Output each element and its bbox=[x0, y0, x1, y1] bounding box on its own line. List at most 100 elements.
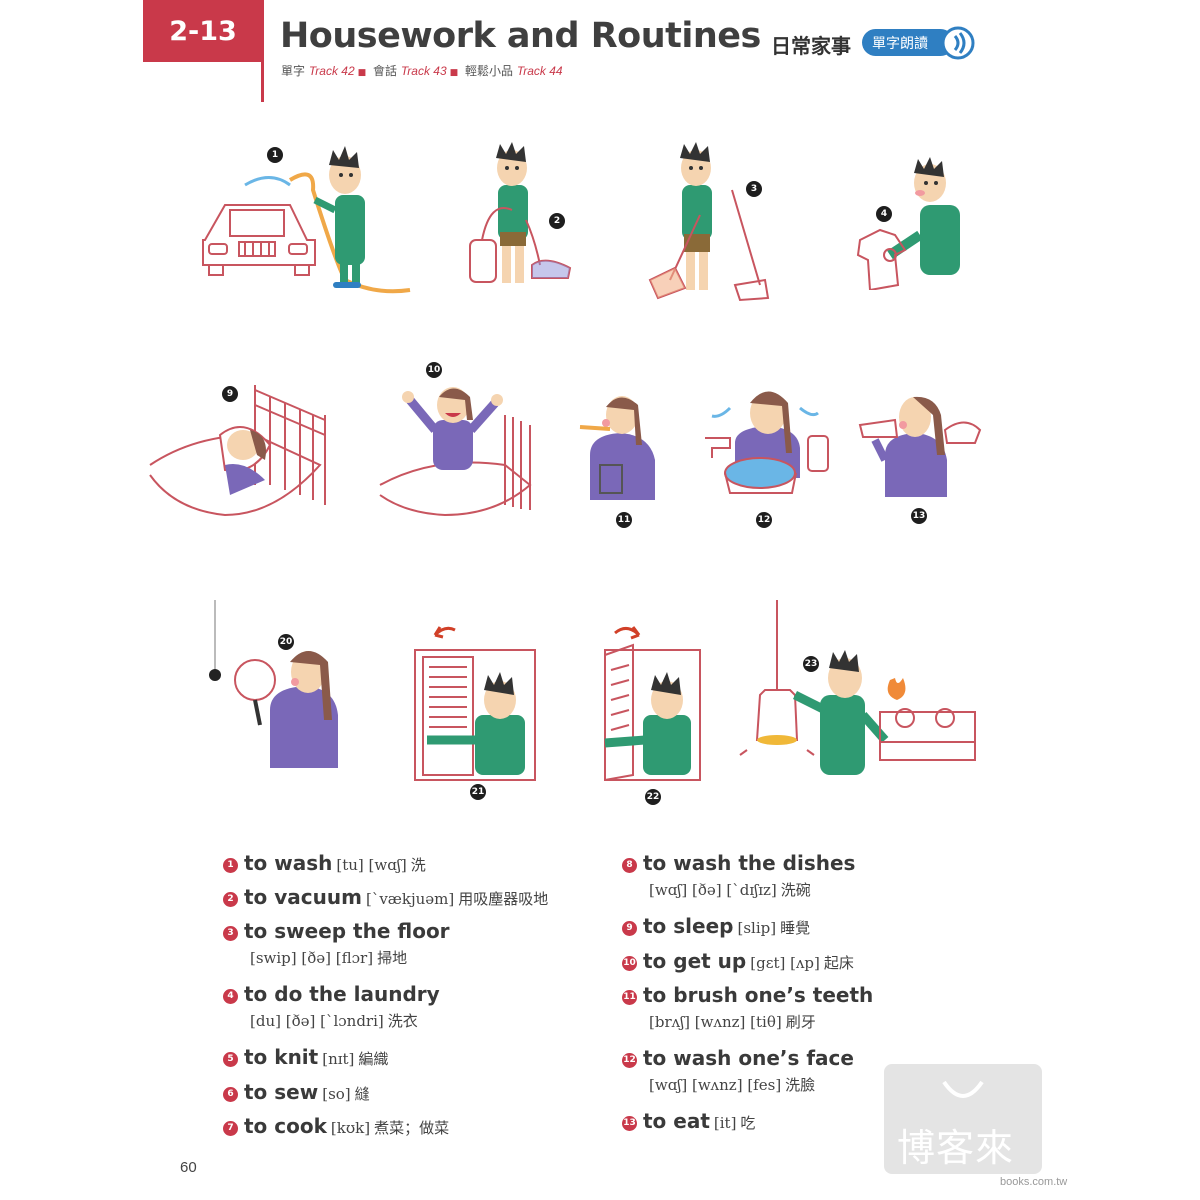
vocab-phonetic: [slip] bbox=[737, 919, 777, 937]
vocab-translation: 洗衣 bbox=[387, 1012, 418, 1030]
vocab-translation: 洗臉 bbox=[785, 1076, 816, 1094]
entry-number: 5 bbox=[223, 1052, 238, 1067]
watermark-url: books.com.tw bbox=[1000, 1176, 1068, 1188]
vocab-translation: 縫 bbox=[354, 1085, 370, 1103]
entry-number: 11 bbox=[622, 990, 637, 1005]
vocab-term: to sew bbox=[244, 1080, 319, 1104]
vocab-entry: 4 to do the laundry [du] [ðə] [ˋlɔndri]洗衣 bbox=[223, 982, 440, 1031]
vacuum-illustration bbox=[469, 142, 572, 283]
vocab-term: to sleep bbox=[643, 914, 734, 938]
vocab-translation: 洗 bbox=[410, 856, 426, 874]
vocab-term: to eat bbox=[643, 1109, 710, 1133]
vocab-entry: 9 to sleep[slip]睡覺 bbox=[622, 914, 810, 938]
entry-number: 10 bbox=[622, 956, 637, 971]
watermark-text: 博客來 bbox=[897, 1126, 1015, 1170]
vocab-translation: 用吸塵器吸地 bbox=[458, 890, 549, 908]
vocab-phonetic: [so] bbox=[322, 1085, 351, 1103]
track-number[interactable]: Track 44 bbox=[516, 64, 563, 78]
entry-number: 9 bbox=[622, 921, 637, 936]
vocab-phonetic: [gɛt] [ʌp] bbox=[750, 954, 820, 972]
vocab-term: to cook bbox=[244, 1114, 327, 1138]
vocab-term: to wash bbox=[244, 851, 333, 875]
vocab-phonetic: [nɪt] bbox=[322, 1050, 355, 1068]
track-number[interactable]: Track 43 bbox=[400, 64, 447, 78]
illustration-number: 10 bbox=[426, 362, 442, 378]
track-label: 單字 bbox=[281, 64, 306, 78]
watermark-logo bbox=[884, 1064, 1042, 1174]
illustration-number: 1 bbox=[267, 147, 283, 163]
vocab-term: to knit bbox=[244, 1045, 319, 1069]
vocab-phonetic: [swip] [ðə] [flɔr] bbox=[250, 949, 374, 967]
vocab-phonetic: [kʊk] bbox=[330, 1119, 371, 1137]
vocab-phonetic: [tu] [wɑʃ] bbox=[336, 856, 407, 874]
entry-number: 4 bbox=[223, 989, 238, 1004]
illustration-number: 23 bbox=[803, 656, 819, 672]
vocab-translation: 睡覺 bbox=[780, 919, 811, 937]
wash-face-illustration bbox=[705, 391, 829, 494]
illustration-grid: 1 2 3 bbox=[149, 142, 982, 805]
audio-reading-button[interactable]: 單字朗讀 bbox=[862, 29, 954, 56]
track-number[interactable]: Track 42 bbox=[308, 64, 355, 78]
entry-number: 8 bbox=[622, 858, 637, 873]
track-label: 會話 bbox=[372, 64, 397, 78]
vocab-translation: 煮菜；做菜 bbox=[374, 1119, 450, 1137]
vocab-phonetic: [wɑʃ] [ðə] [ˋdɪʃɪz] bbox=[649, 881, 777, 899]
wash-car-illustration bbox=[202, 146, 411, 294]
vocab-entry: 7 to cook[kʊk]煮菜；做菜 bbox=[223, 1114, 449, 1138]
entry-number: 3 bbox=[223, 926, 238, 941]
vocab-term: to vacuum bbox=[244, 885, 362, 909]
smile-icon bbox=[942, 1080, 984, 1098]
entry-number: 12 bbox=[622, 1053, 637, 1068]
page-title: Housework and Routines bbox=[280, 16, 761, 56]
eat-illustration bbox=[858, 396, 982, 497]
vocab-term: to sweep the floor bbox=[244, 919, 450, 943]
illustration-number: 11 bbox=[616, 512, 632, 528]
vocab-term: to get up bbox=[643, 949, 747, 973]
entry-number: 2 bbox=[223, 892, 238, 907]
vocab-phonetic: [du] [ðə] [ˋlɔndri] bbox=[250, 1012, 384, 1030]
vocab-translation: 起床 bbox=[823, 954, 854, 972]
page-title-chinese: 日常家事 bbox=[771, 34, 851, 58]
get-up-illustration bbox=[379, 387, 532, 517]
laundry-illustration bbox=[856, 157, 960, 290]
illustration-number: 3 bbox=[746, 181, 762, 197]
open-window-illustration bbox=[604, 626, 701, 781]
vocab-entry: 6 to sew[so]縫 bbox=[223, 1080, 370, 1104]
vocab-entry: 2 to vacuum[ˋvækjuəm]用吸塵器吸地 bbox=[223, 885, 548, 909]
illustration-number: 20 bbox=[278, 634, 294, 650]
entry-number: 6 bbox=[223, 1087, 238, 1102]
vocab-term: to brush one’s teeth bbox=[643, 983, 874, 1007]
page-number: 60 bbox=[180, 1159, 197, 1176]
vocab-translation: 洗碗 bbox=[780, 881, 811, 899]
mirror-illustration bbox=[209, 600, 338, 768]
vocab-entry: 5 to knit[nɪt]編織 bbox=[223, 1045, 388, 1069]
vocab-term: to wash one’s face bbox=[643, 1046, 854, 1070]
illustration-number: 12 bbox=[756, 512, 772, 528]
close-window-illustration bbox=[414, 626, 536, 781]
audio-reading-label: 單字朗讀 bbox=[872, 35, 928, 52]
illustration-number: 22 bbox=[645, 789, 661, 805]
entry-number: 13 bbox=[622, 1116, 637, 1131]
section-divider bbox=[261, 0, 264, 102]
vocab-term: to do the laundry bbox=[244, 982, 440, 1006]
vocab-phonetic: [ˋvækjuəm] bbox=[365, 890, 455, 908]
vocab-translation: 吃 bbox=[740, 1114, 756, 1132]
entry-number: 7 bbox=[223, 1121, 238, 1136]
sleep-illustration bbox=[149, 385, 326, 517]
vocab-translation: 刷牙 bbox=[785, 1013, 816, 1031]
vocab-translation: 編織 bbox=[358, 1050, 389, 1068]
illustration-number: 4 bbox=[876, 206, 892, 222]
vocab-phonetic: [brʌʃ] [wʌnz] [tiθ] bbox=[649, 1013, 782, 1031]
sweep-floor-illustration bbox=[648, 142, 770, 302]
track-label: 輕鬆小品 bbox=[464, 64, 513, 78]
sound-wave-icon[interactable] bbox=[941, 26, 977, 60]
light-stove-illustration bbox=[739, 600, 976, 775]
entry-number: 1 bbox=[223, 858, 238, 873]
vocab-entry: 1 to wash[tu] [wɑʃ]洗 bbox=[223, 851, 426, 875]
illustration-number: 13 bbox=[911, 508, 927, 524]
illustration-number: 21 bbox=[470, 784, 486, 800]
